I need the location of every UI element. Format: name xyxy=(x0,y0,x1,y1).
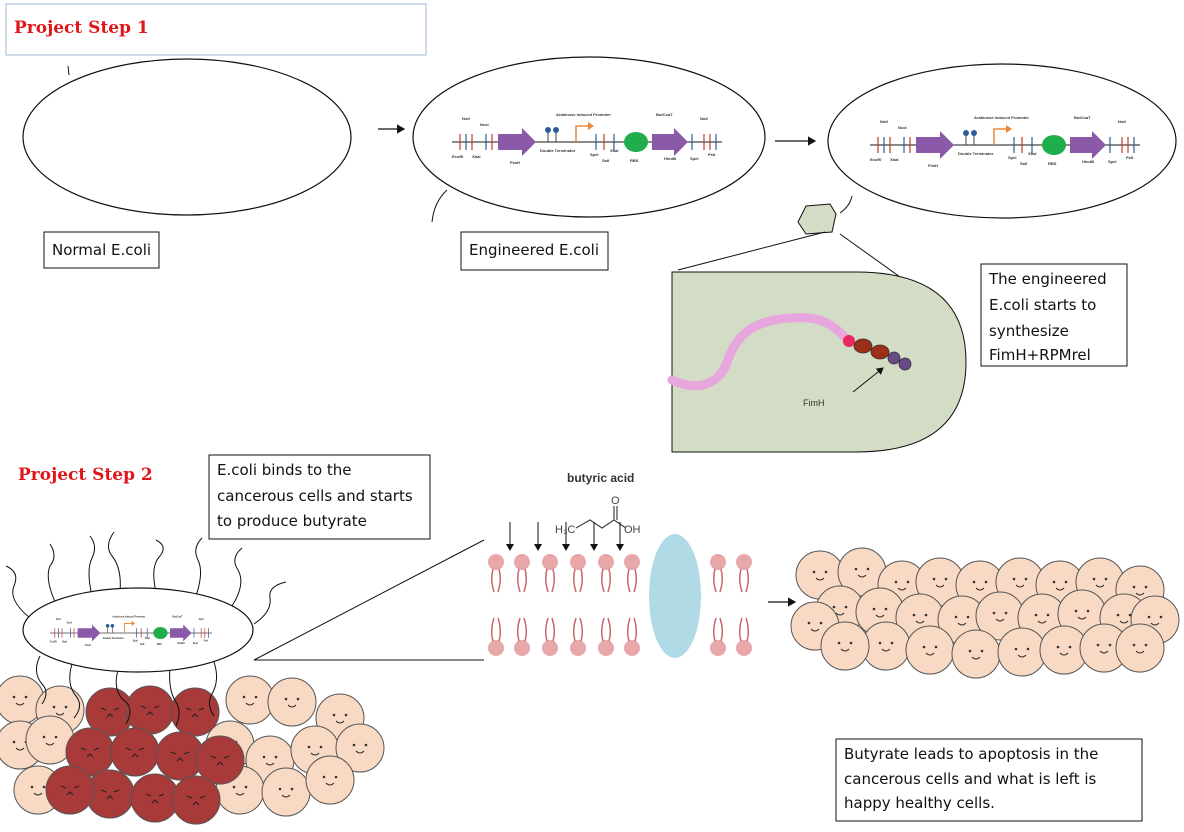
normal-ecoli-label: Normal E.coli xyxy=(52,241,151,259)
membrane-channel xyxy=(649,534,701,658)
lipid-upper xyxy=(597,553,615,593)
surface-fimh-tag xyxy=(797,195,853,235)
binds-note-line-3: to produce butyrate xyxy=(217,512,367,530)
synthesis-note-line-2: E.coli starts to xyxy=(989,296,1096,314)
lipid-lower xyxy=(735,617,753,657)
chem-oh: OH xyxy=(624,524,641,536)
result-note-box xyxy=(835,738,1143,822)
lipid-upper xyxy=(487,553,505,593)
fimh-label: FimH xyxy=(803,398,825,408)
lipid-upper xyxy=(623,553,641,593)
zoom-line-membrane-top xyxy=(253,539,485,661)
result-note-line-3: happy healthy cells. xyxy=(844,794,995,812)
fimh-base xyxy=(843,335,855,347)
normal-ecoli-label-box xyxy=(43,231,160,269)
synthesis-note-line-1: The engineered xyxy=(988,270,1107,288)
zoom-line-top xyxy=(677,231,826,271)
engineered-ecoli-label: Engineered E.coli xyxy=(469,241,599,259)
lipid-lower xyxy=(513,617,531,657)
result-note-line-1: Butyrate leads to apoptosis in the xyxy=(844,745,1098,763)
bound-ecoli-cell xyxy=(5,531,287,727)
chem-o: O xyxy=(611,495,620,507)
fimh-zoom-panel: FimH xyxy=(667,271,967,453)
butyric-acid-title: butyric acid xyxy=(567,471,634,485)
healthy-cell xyxy=(305,755,355,805)
engineered-ecoli-cell xyxy=(412,56,766,223)
lipid-lower xyxy=(569,617,587,657)
synthesis-note-line-3: synthesize xyxy=(989,322,1069,340)
lipid-upper xyxy=(735,553,753,593)
cancer-cell xyxy=(125,685,175,735)
step2-title: Project Step 2 xyxy=(18,465,153,485)
lipid-lower xyxy=(623,617,641,657)
lipid-upper xyxy=(513,553,531,593)
tumor-cell-cluster xyxy=(0,675,385,825)
synthesizing-ecoli-cell xyxy=(827,63,1177,219)
fimbria-strand xyxy=(667,313,853,391)
binds-note-box xyxy=(208,454,431,540)
cancer-cell xyxy=(171,775,221,825)
engineered-ecoli-label-box xyxy=(460,231,609,271)
lipid-lower xyxy=(597,617,615,657)
synthesis-note-line-4: FimH+RPMrel xyxy=(989,346,1091,364)
healthy-cell xyxy=(1115,623,1165,673)
cancer-cell xyxy=(45,765,95,815)
healthy-cell xyxy=(261,767,311,817)
result-note-line-2: cancerous cells and what is left is xyxy=(844,770,1097,788)
lipid-upper xyxy=(569,553,587,593)
step1-title: Project Step 1 xyxy=(14,18,149,38)
healthy-cell xyxy=(225,675,275,725)
binds-note-line-2: cancerous cells and starts xyxy=(217,487,413,505)
healthy-cell xyxy=(997,627,1047,677)
healthy-cell xyxy=(951,629,1001,679)
healthy-cell xyxy=(905,625,955,675)
healthy-cell xyxy=(820,621,870,671)
lipid-lower xyxy=(709,617,727,657)
cell-membrane xyxy=(487,522,753,657)
lipid-lower xyxy=(487,617,505,657)
lipid-upper xyxy=(541,553,559,593)
step1-title-box xyxy=(5,3,427,56)
butyric-acid-structure: H₃C O OH xyxy=(555,495,641,536)
healthy-cell xyxy=(267,677,317,727)
synthesis-note-box xyxy=(980,263,1128,367)
normal-ecoli-cell xyxy=(22,58,352,216)
cancer-cell xyxy=(110,727,160,777)
lipid-upper xyxy=(709,553,727,593)
healthy-cell-cluster xyxy=(790,547,1180,679)
chem-h3c: H₃C xyxy=(555,524,575,536)
lipid-lower xyxy=(541,617,559,657)
binds-note-line-1: E.coli binds to the xyxy=(217,461,352,479)
